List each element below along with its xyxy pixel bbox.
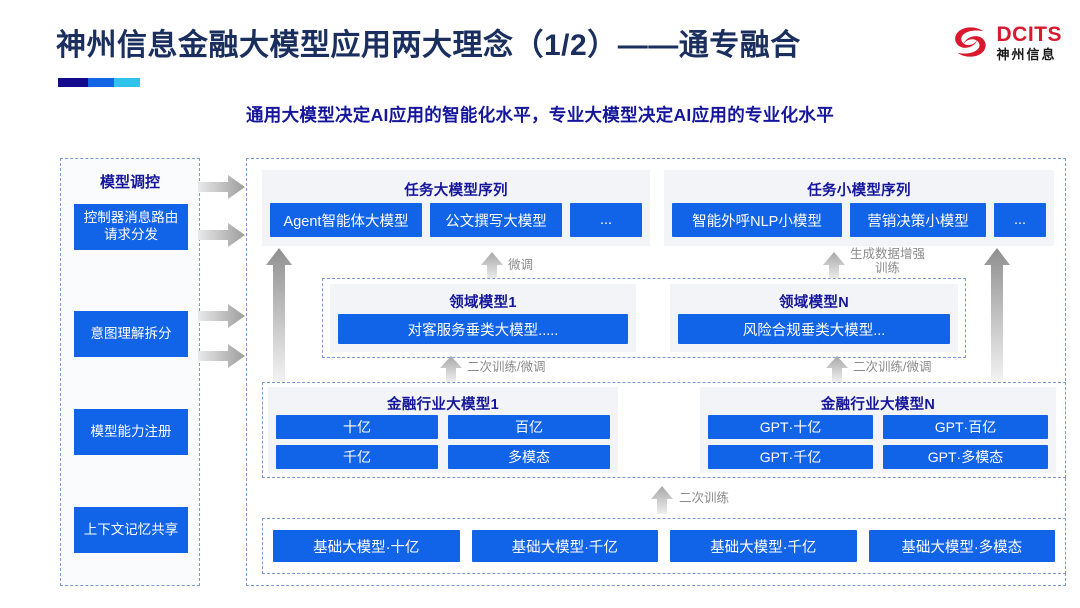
task-small-model-panel: 任务小模型序列 智能外呼NLP小模型 营销决策小模型 ... <box>664 170 1054 246</box>
label-retrain-finetune-left: 二次训练/微调 <box>467 360 546 374</box>
base-model-row: 基础大模型·十亿 基础大模型·千亿 基础大模型·千亿 基础大模型·多模态 <box>273 530 1055 562</box>
connector-arrow-right-2 <box>198 223 245 247</box>
domain-model-1-title: 领域模型1 <box>449 295 517 311</box>
domain-model-1-panel: 领域模型1 对客服务垂类大模型..... <box>330 284 636 352</box>
domain-model-n-panel: 领域模型N 风险合规垂类大模型... <box>670 284 958 352</box>
industry-model-1-grid: 十亿 百亿 千亿 多模态 <box>276 415 610 469</box>
industry-model-n-panel: 金融行业大模型N GPT·十亿 GPT·百亿 GPT·千亿 GPT·多模态 <box>700 387 1056 473</box>
industry-model-1-title: 金融行业大模型1 <box>387 397 499 413</box>
logo-wordmark: DCITS 神州信息 <box>997 24 1063 61</box>
label-retrain: 二次训练 <box>679 491 730 505</box>
control-item-router[interactable]: 控制器消息路由请求分发 <box>74 204 188 250</box>
task-model-marketing[interactable]: 营销决策小模型 <box>850 203 986 237</box>
arrow-up-retrain-finetune-left <box>440 356 462 382</box>
accent-segment-3 <box>114 78 140 87</box>
page-subtitle: 通用大模型决定AI应用的智能化水平，专业大模型决定AI应用的专业化水平 <box>246 105 834 125</box>
control-item-intent[interactable]: 意图理解拆分 <box>74 311 188 357</box>
connector-arrow-right-3 <box>198 304 245 328</box>
industry-n-gpt-multimodal[interactable]: GPT·多模态 <box>883 445 1048 469</box>
task-small-model-title: 任务小模型序列 <box>807 183 911 199</box>
model-control-panel: 模型调控 控制器消息路由请求分发 意图理解拆分 模型能力注册 上下文记忆共享 <box>60 158 200 586</box>
industry-1-size-qianyi[interactable]: 千亿 <box>276 445 438 469</box>
base-model-container: 基础大模型·十亿 基础大模型·千亿 基础大模型·千亿 基础大模型·多模态 <box>262 518 1066 574</box>
base-model-shiyi[interactable]: 基础大模型·十亿 <box>273 530 460 562</box>
logo-cn-text: 神州信息 <box>996 46 1057 62</box>
base-model-qianyi-2[interactable]: 基础大模型·千亿 <box>670 530 857 562</box>
base-model-qianyi-1[interactable]: 基础大模型·千亿 <box>471 530 658 562</box>
company-logo: DCITS 神州信息 <box>950 22 1063 62</box>
label-retrain-finetune-right: 二次训练/微调 <box>853 360 932 374</box>
domain-model-n-title: 领域模型N <box>779 295 849 311</box>
base-model-multimodal[interactable]: 基础大模型·多模态 <box>868 530 1055 562</box>
task-model-outbound-nlp[interactable]: 智能外呼NLP小模型 <box>672 203 842 237</box>
connector-arrow-right-1 <box>198 175 245 199</box>
logo-en-text: DCITS <box>996 22 1062 46</box>
task-large-model-row: Agent智能体大模型 公文撰写大模型 ... <box>270 203 642 237</box>
label-data-augment-line2: 训练 <box>875 261 901 276</box>
long-arrow-up-right <box>984 248 1010 382</box>
control-item-registry[interactable]: 模型能力注册 <box>74 409 188 455</box>
arrow-up-data-aug <box>823 252 845 280</box>
industry-1-size-baiyi[interactable]: 百亿 <box>448 415 610 439</box>
industry-1-size-shiyi[interactable]: 十亿 <box>276 415 438 439</box>
label-data-augment-train: 生成数据增强 训练 <box>850 247 925 276</box>
label-finetune: 微调 <box>508 258 534 272</box>
accent-segment-1 <box>58 78 88 87</box>
page-title: 神州信息金融大模型应用两大理念（1/2）——通专融合 <box>56 29 801 62</box>
accent-segment-2 <box>88 78 114 87</box>
label-data-augment-line1: 生成数据增强 <box>850 247 926 261</box>
dcits-swirl-icon <box>950 22 990 62</box>
domain-model-n-item[interactable]: 风险合规垂类大模型... <box>678 314 950 344</box>
arrow-up-retrain <box>651 486 673 514</box>
industry-n-gpt-qianyi[interactable]: GPT·千亿 <box>708 445 873 469</box>
task-large-model-panel: 任务大模型序列 Agent智能体大模型 公文撰写大模型 ... <box>262 170 650 246</box>
industry-n-gpt-baiyi[interactable]: GPT·百亿 <box>883 415 1048 439</box>
task-small-model-row: 智能外呼NLP小模型 营销决策小模型 ... <box>672 203 1046 237</box>
task-model-doc-writing[interactable]: 公文撰写大模型 <box>430 203 562 237</box>
industry-n-gpt-shiyi[interactable]: GPT·十亿 <box>708 415 873 439</box>
long-arrow-up-left <box>266 248 292 382</box>
arrow-up-finetune <box>481 252 503 280</box>
industry-model-n-grid: GPT·十亿 GPT·百亿 GPT·千亿 GPT·多模态 <box>708 415 1048 469</box>
title-accent-bar <box>58 78 140 87</box>
industry-model-n-title: 金融行业大模型N <box>820 397 936 413</box>
task-large-model-title: 任务大模型序列 <box>404 183 508 199</box>
model-control-title: 模型调控 <box>99 174 160 191</box>
connector-arrow-right-4 <box>198 344 245 368</box>
task-model-agent[interactable]: Agent智能体大模型 <box>270 203 422 237</box>
industry-1-size-multimodal[interactable]: 多模态 <box>448 445 610 469</box>
task-model-more[interactable]: ... <box>570 203 642 237</box>
industry-model-1-panel: 金融行业大模型1 十亿 百亿 千亿 多模态 <box>268 387 618 473</box>
control-item-context[interactable]: 上下文记忆共享 <box>74 507 188 553</box>
domain-model-1-item[interactable]: 对客服务垂类大模型..... <box>338 314 628 344</box>
arrow-up-retrain-finetune-right <box>826 356 848 382</box>
task-model-small-more[interactable]: ... <box>994 203 1046 237</box>
